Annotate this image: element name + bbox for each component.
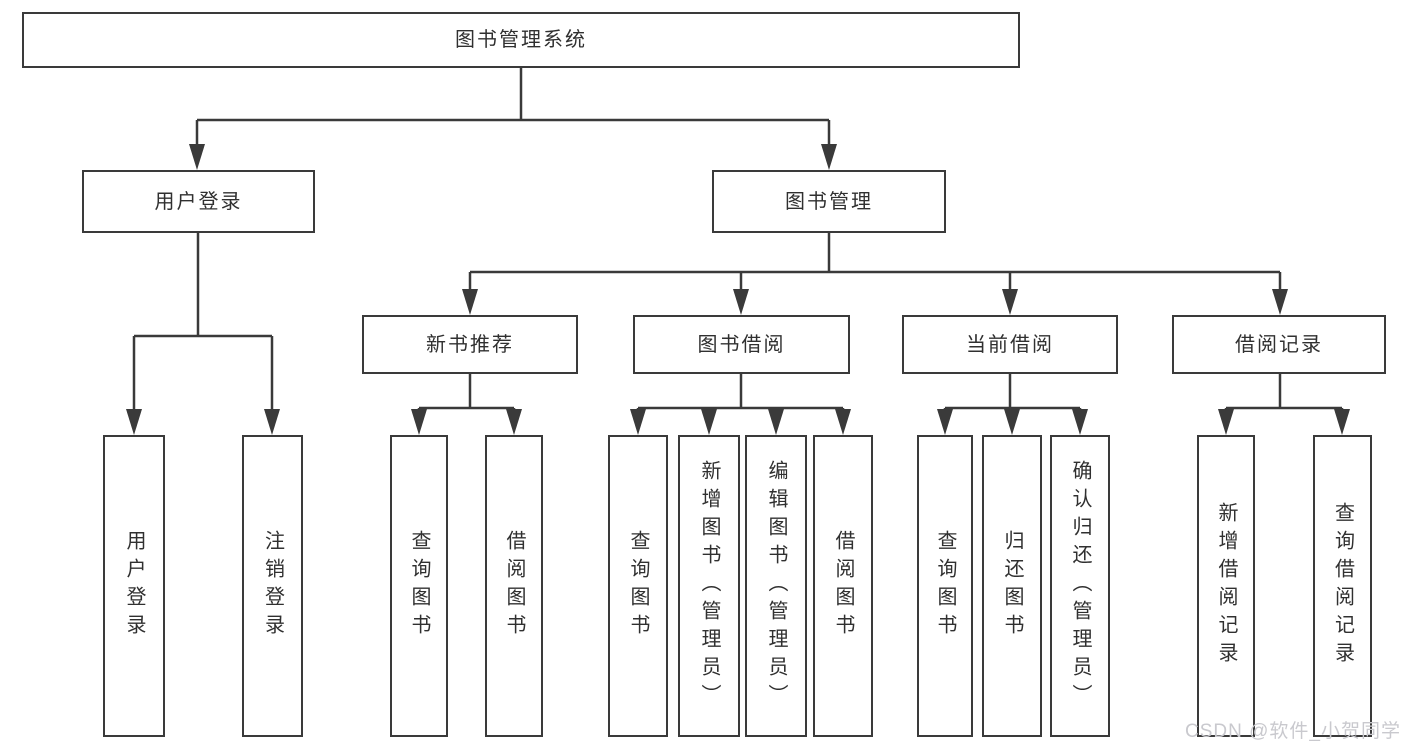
node-leaf-add-borrow-record: 新增借阅记录 — [1197, 435, 1255, 737]
node-leaf-borrow-books-1: 借阅图书 — [485, 435, 543, 737]
node-new-book-recommend: 新书推荐 — [362, 315, 578, 374]
leaf-label: 借阅图书 — [832, 530, 854, 642]
leaf-label: 查询图书 — [934, 530, 956, 642]
leaf-label: 注销登录 — [261, 530, 284, 642]
node-leaf-logout: 注销登录 — [242, 435, 303, 737]
node-root-system: 图书管理系统 — [22, 12, 1020, 68]
node-leaf-borrow-books-2: 借阅图书 — [813, 435, 873, 737]
leaf-label: 归还图书 — [1001, 530, 1023, 642]
node-leaf-user-login: 用户登录 — [103, 435, 165, 737]
leaf-label: 查询图书 — [627, 530, 649, 642]
node-user-login: 用户登录 — [82, 170, 315, 233]
csdn-watermark: CSDN @软件_小贺同学 — [1185, 721, 1401, 742]
leaf-label: 编辑图书（管理员） — [765, 460, 787, 712]
node-leaf-query-books-2: 查询图书 — [608, 435, 668, 737]
arrowheads — [126, 144, 1350, 435]
node-leaf-return-books: 归还图书 — [982, 435, 1042, 737]
node-leaf-add-books-admin: 新增图书（管理员） — [678, 435, 740, 737]
node-leaf-query-books-3: 查询图书 — [917, 435, 973, 737]
leaf-label: 新增借阅记录 — [1215, 502, 1237, 670]
node-leaf-query-books-1: 查询图书 — [390, 435, 448, 737]
leaf-label: 借阅图书 — [503, 530, 525, 642]
leaf-label: 查询图书 — [408, 530, 430, 642]
leaf-label: 确认归还（管理员） — [1069, 460, 1091, 712]
node-leaf-edit-books-admin: 编辑图书（管理员） — [745, 435, 807, 737]
node-book-management: 图书管理 — [712, 170, 946, 233]
node-leaf-confirm-return-admin: 确认归还（管理员） — [1050, 435, 1110, 737]
node-leaf-query-borrow-record: 查询借阅记录 — [1313, 435, 1372, 737]
node-book-borrowing: 图书借阅 — [633, 315, 850, 374]
leaf-label: 查询借阅记录 — [1331, 502, 1354, 670]
node-borrowing-records: 借阅记录 — [1172, 315, 1386, 374]
leaf-label: 用户登录 — [123, 530, 145, 642]
node-current-borrowing: 当前借阅 — [902, 315, 1118, 374]
leaf-label: 新增图书（管理员） — [698, 460, 720, 712]
